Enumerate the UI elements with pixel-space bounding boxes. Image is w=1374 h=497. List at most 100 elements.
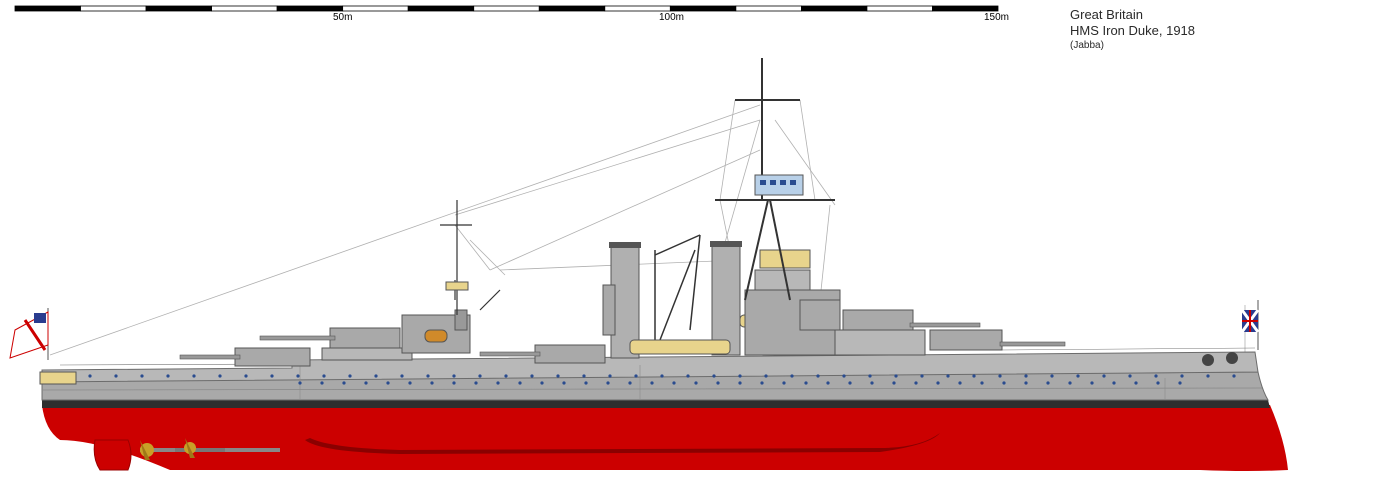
porthole <box>386 381 390 385</box>
caption-author: (Jabba) <box>1070 40 1104 51</box>
porthole <box>1128 374 1132 378</box>
porthole <box>914 381 918 385</box>
porthole <box>958 381 962 385</box>
porthole <box>628 381 632 385</box>
porthole <box>452 374 456 378</box>
propeller-shafts <box>140 438 280 460</box>
porthole <box>270 374 274 378</box>
scale-label-50m: 50m <box>333 12 353 23</box>
porthole <box>1154 374 1158 378</box>
porthole <box>870 381 874 385</box>
porthole <box>1068 381 1072 385</box>
porthole <box>166 374 170 378</box>
funnel-fore <box>710 241 742 356</box>
porthole <box>606 381 610 385</box>
porthole <box>530 374 534 378</box>
porthole <box>804 381 808 385</box>
porthole <box>430 381 434 385</box>
porthole <box>1206 374 1210 378</box>
porthole <box>816 374 820 378</box>
boot-topping <box>42 400 1270 408</box>
funnel-aft <box>602 242 641 359</box>
mainmast <box>440 200 472 315</box>
porthole <box>1156 381 1160 385</box>
porthole <box>584 381 588 385</box>
bilge-keel <box>305 433 940 454</box>
porthole <box>1232 374 1236 378</box>
porthole <box>868 374 872 378</box>
porthole <box>1024 374 1028 378</box>
porthole <box>88 374 92 378</box>
porthole <box>322 374 326 378</box>
boat-crane <box>654 234 701 341</box>
porthole <box>650 381 654 385</box>
hull-underwater <box>42 405 1288 471</box>
porthole <box>980 381 984 385</box>
porthole <box>1076 374 1080 378</box>
porthole <box>296 374 300 378</box>
porthole <box>694 381 698 385</box>
ensign-flag-stern <box>9 308 49 360</box>
porthole <box>114 374 118 378</box>
porthole <box>946 374 950 378</box>
porthole <box>244 374 248 378</box>
porthole <box>764 374 768 378</box>
porthole <box>474 381 478 385</box>
turret-q <box>479 344 606 364</box>
porthole <box>582 374 586 378</box>
porthole <box>972 374 976 378</box>
porthole <box>894 374 898 378</box>
scale-bar <box>14 5 999 12</box>
caption: Great Britain HMS Iron Duke, 1918 (Jabba… <box>1070 7 1195 53</box>
porthole <box>478 374 482 378</box>
porthole <box>1046 381 1050 385</box>
caption-nation: Great Britain <box>1070 7 1143 22</box>
portholes <box>88 374 1236 385</box>
porthole <box>1134 381 1138 385</box>
porthole <box>1178 381 1182 385</box>
porthole <box>782 381 786 385</box>
porthole <box>998 374 1002 378</box>
porthole <box>712 374 716 378</box>
porthole <box>1112 381 1116 385</box>
porthole <box>218 374 222 378</box>
porthole <box>400 374 404 378</box>
porthole <box>738 381 742 385</box>
porthole <box>1090 381 1094 385</box>
caption-ship-name: HMS Iron Duke, 1918 <box>1070 23 1196 38</box>
porthole <box>672 381 676 385</box>
turret-x <box>259 327 413 361</box>
turret-b <box>834 309 981 356</box>
porthole <box>634 374 638 378</box>
porthole <box>540 381 544 385</box>
spotting-top-windows <box>760 180 796 185</box>
mainmast-top <box>445 281 469 291</box>
porthole <box>660 374 664 378</box>
scale-segment <box>932 5 999 12</box>
porthole <box>342 381 346 385</box>
porthole <box>452 381 456 385</box>
porthole <box>738 374 742 378</box>
jack-flag-bow <box>1240 300 1260 350</box>
porthole <box>608 374 612 378</box>
porthole <box>1002 381 1006 385</box>
porthole <box>426 374 430 378</box>
rigging <box>49 99 1246 356</box>
scale-label-100m: 100m <box>659 12 685 23</box>
turret-a <box>929 329 1066 351</box>
porthole <box>842 374 846 378</box>
porthole <box>496 381 500 385</box>
porthole <box>686 374 690 378</box>
bridge-superstructure <box>744 249 841 356</box>
porthole <box>348 374 352 378</box>
porthole <box>1102 374 1106 378</box>
anchors <box>1202 352 1238 366</box>
porthole <box>140 374 144 378</box>
porthole <box>518 381 522 385</box>
porthole <box>298 381 302 385</box>
porthole <box>504 374 508 378</box>
porthole <box>848 381 852 385</box>
porthole <box>320 381 324 385</box>
porthole <box>192 374 196 378</box>
